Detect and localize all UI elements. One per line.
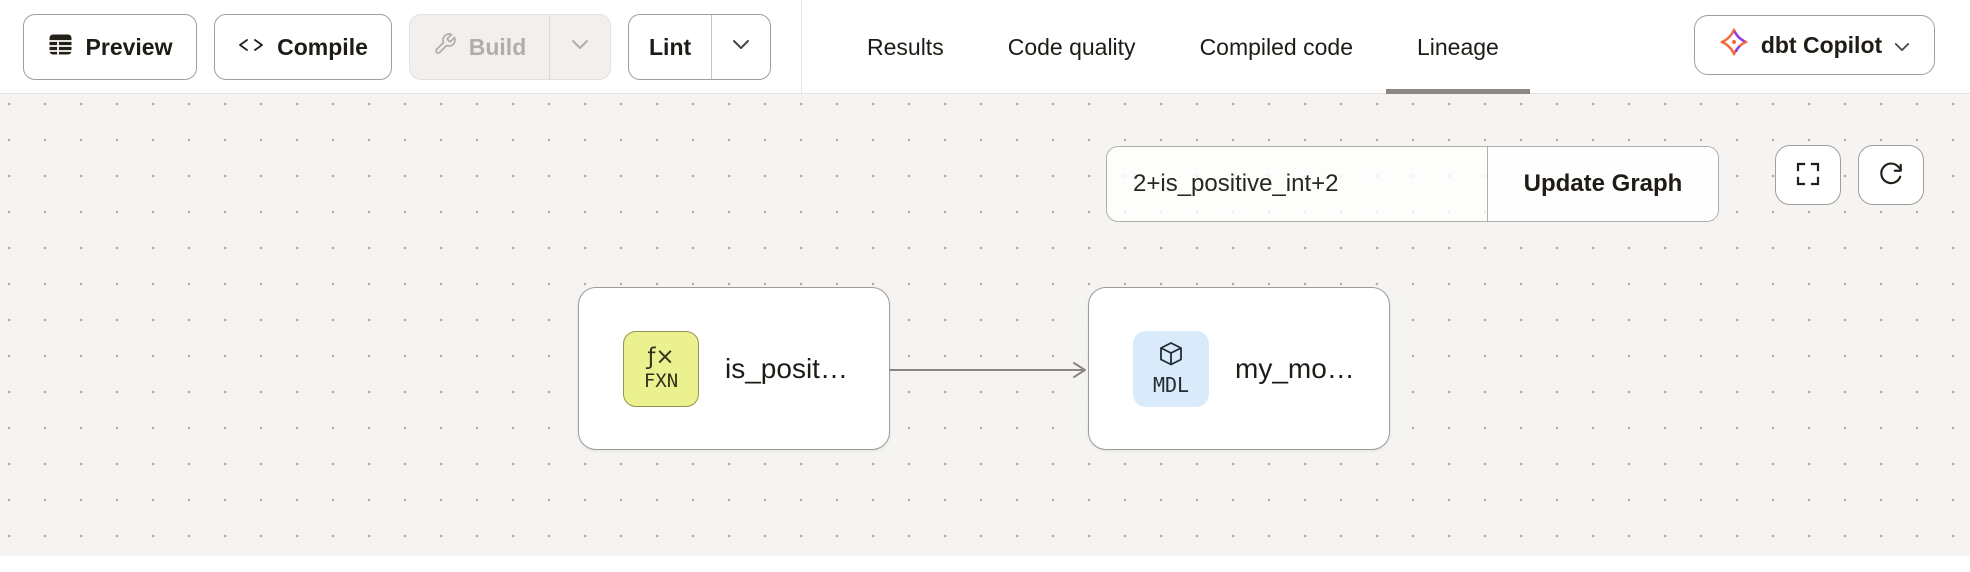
tab-code-quality[interactable]: Code quality bbox=[1008, 0, 1136, 94]
results-tabbar: Results Code quality Compiled code Linea… bbox=[867, 0, 1530, 94]
chevron-down-icon bbox=[732, 38, 750, 56]
dbt-copilot-button[interactable]: dbt Copilot bbox=[1694, 15, 1935, 75]
model-badge: MDL bbox=[1133, 330, 1209, 407]
tab-results[interactable]: Results bbox=[867, 0, 944, 94]
model-badge-code: MDL bbox=[1152, 372, 1190, 397]
dbt-copilot-icon bbox=[1719, 27, 1749, 63]
build-split-button: Build bbox=[409, 14, 611, 80]
lint-button-label: Lint bbox=[649, 33, 692, 60]
table-icon bbox=[48, 33, 73, 62]
cube-icon bbox=[1156, 341, 1186, 373]
tab-compiled-code[interactable]: Compiled code bbox=[1200, 0, 1353, 94]
update-graph-button[interactable]: Update Graph bbox=[1487, 147, 1718, 221]
toolbar-button-group: Preview Compile Build bbox=[23, 14, 771, 80]
tab-code-quality-label: Code quality bbox=[1007, 33, 1136, 60]
refresh-icon bbox=[1878, 161, 1904, 190]
lineage-selector-group: Update Graph bbox=[1106, 146, 1719, 222]
function-glyph: ƒ× bbox=[647, 343, 675, 370]
toolbar-divider bbox=[801, 0, 802, 94]
editor-toolbar: Preview Compile Build bbox=[0, 0, 1970, 94]
code-icon bbox=[238, 34, 264, 61]
fullscreen-button[interactable] bbox=[1775, 145, 1841, 205]
canvas-bottom-strip bbox=[0, 556, 1970, 564]
chevron-down-icon bbox=[571, 38, 589, 56]
lineage-edge bbox=[890, 362, 1086, 378]
wrench-icon bbox=[433, 32, 457, 62]
compile-button-label: Compile bbox=[277, 33, 368, 60]
preview-button-label: Preview bbox=[85, 33, 173, 60]
tab-lineage[interactable]: Lineage bbox=[1386, 0, 1530, 94]
lineage-canvas[interactable]: Update Graph ƒ× FXN is_posit bbox=[0, 94, 1970, 564]
lint-split-button: Lint bbox=[628, 14, 771, 80]
lineage-selector-input[interactable] bbox=[1107, 147, 1487, 221]
node-label: my_mo… bbox=[1235, 352, 1355, 384]
dbt-copilot-label: dbt Copilot bbox=[1760, 31, 1883, 58]
build-button[interactable]: Build bbox=[410, 15, 549, 79]
tab-compiled-code-label: Compiled code bbox=[1199, 33, 1353, 60]
lineage-node-model[interactable]: MDL my_mo… bbox=[1088, 287, 1390, 450]
function-badge-code: FXN bbox=[643, 369, 679, 392]
lint-options-dropdown[interactable] bbox=[711, 15, 770, 79]
build-button-label: Build bbox=[468, 33, 527, 60]
preview-button[interactable]: Preview bbox=[23, 14, 197, 80]
tab-results-label: Results bbox=[867, 33, 944, 60]
chevron-down-icon bbox=[1894, 32, 1910, 59]
build-options-dropdown[interactable] bbox=[549, 15, 610, 79]
fullscreen-icon bbox=[1795, 161, 1821, 190]
refresh-button[interactable] bbox=[1858, 145, 1924, 205]
node-label: is_posit… bbox=[725, 352, 848, 384]
compile-button[interactable]: Compile bbox=[214, 14, 392, 80]
tab-lineage-label: Lineage bbox=[1416, 33, 1499, 60]
lineage-node-function[interactable]: ƒ× FXN is_posit… bbox=[578, 287, 890, 450]
function-badge: ƒ× FXN bbox=[623, 330, 699, 407]
lint-button[interactable]: Lint bbox=[629, 15, 711, 79]
